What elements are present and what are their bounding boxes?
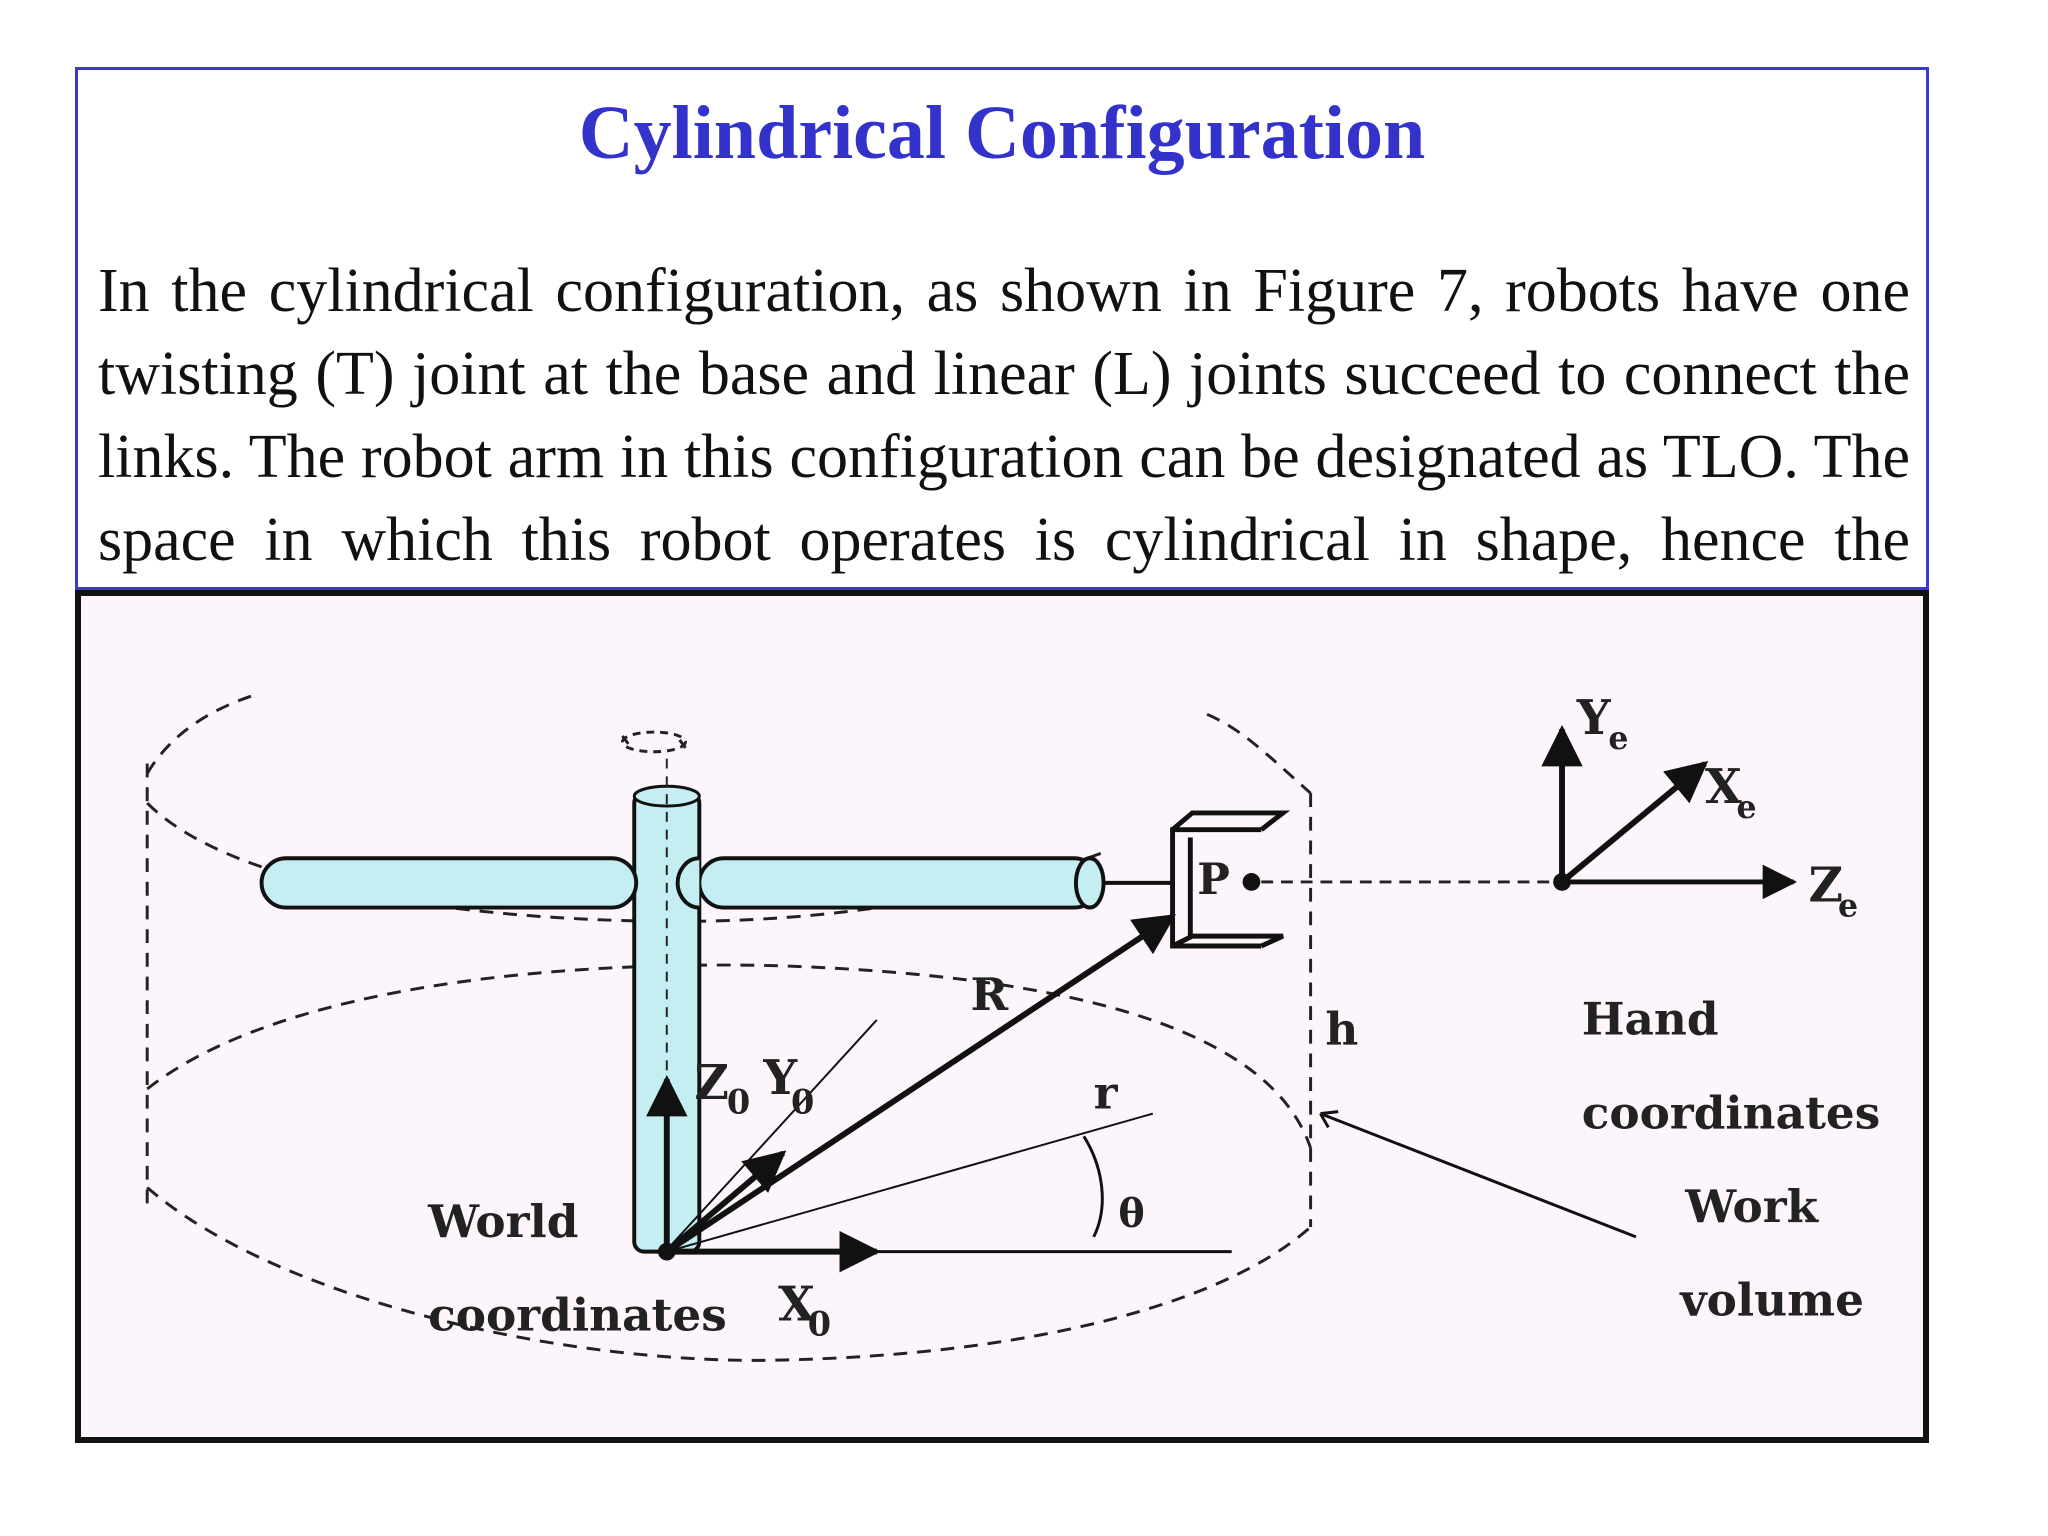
gripper	[1170, 810, 1291, 949]
axis-y0	[664, 1150, 787, 1254]
hand-axes	[1541, 724, 1798, 900]
theta-arc	[1082, 1135, 1104, 1238]
horizontal-arm	[259, 856, 1173, 910]
label-ze-sub: e	[1838, 887, 1858, 924]
point-p-dot	[1242, 873, 1261, 891]
label-world-coordinates: coordinates	[428, 1288, 727, 1342]
world-origin	[657, 1242, 676, 1261]
label-p: P	[1197, 854, 1230, 905]
vector-r	[666, 1112, 1154, 1253]
cylinder-top-right	[1206, 712, 1312, 795]
label-xe: X	[1705, 760, 1742, 815]
label-ze: Z	[1808, 859, 1843, 914]
label-work: Work	[1684, 1179, 1819, 1233]
label-world: World	[427, 1194, 578, 1248]
label-y0: Y	[762, 1051, 798, 1106]
cylinder-bottom-ellipse-front	[146, 1186, 1312, 1362]
cylindrical-robot-figure: P R r θ h Z 0 Y 0 X 0 World coordinates …	[75, 590, 1929, 1443]
label-hand: Hand	[1582, 992, 1719, 1046]
cylinder-top-ellipse	[145, 693, 257, 775]
label-theta: θ	[1118, 1191, 1144, 1237]
text-box: Cylindrical Configuration In the cylindr…	[75, 67, 1929, 657]
work-volume-cylinder	[145, 693, 1313, 1362]
label-y0-sub: 0	[791, 1083, 814, 1122]
label-x0: X	[778, 1278, 815, 1333]
rotation-icon	[620, 730, 687, 754]
label-z0: Z	[694, 1056, 729, 1111]
label-x0-sub: 0	[808, 1304, 831, 1343]
label-hand-coordinates: coordinates	[1582, 1085, 1881, 1139]
vertical-column	[632, 758, 702, 1254]
work-volume-pointer	[1319, 1112, 1637, 1239]
vector-R	[665, 913, 1177, 1255]
cylinder-bottom-ellipse-back	[146, 963, 1312, 1149]
label-z0-sub: 0	[727, 1083, 750, 1122]
label-R: R	[970, 967, 1008, 1021]
work-volume-pointer-head	[1319, 1110, 1339, 1129]
label-r: r	[1094, 1066, 1119, 1120]
slide-title: Cylindrical Configuration	[578, 91, 1426, 175]
figure-svg: P R r θ h Z 0 Y 0 X 0 World coordinates …	[145, 691, 1881, 1362]
label-volume: volume	[1679, 1273, 1864, 1327]
label-ye: Y	[1576, 691, 1612, 746]
label-ye-sub: e	[1608, 720, 1628, 757]
label-xe-sub: e	[1737, 789, 1757, 826]
vector-R-thin	[669, 1019, 878, 1248]
label-h: h	[1325, 1002, 1358, 1056]
